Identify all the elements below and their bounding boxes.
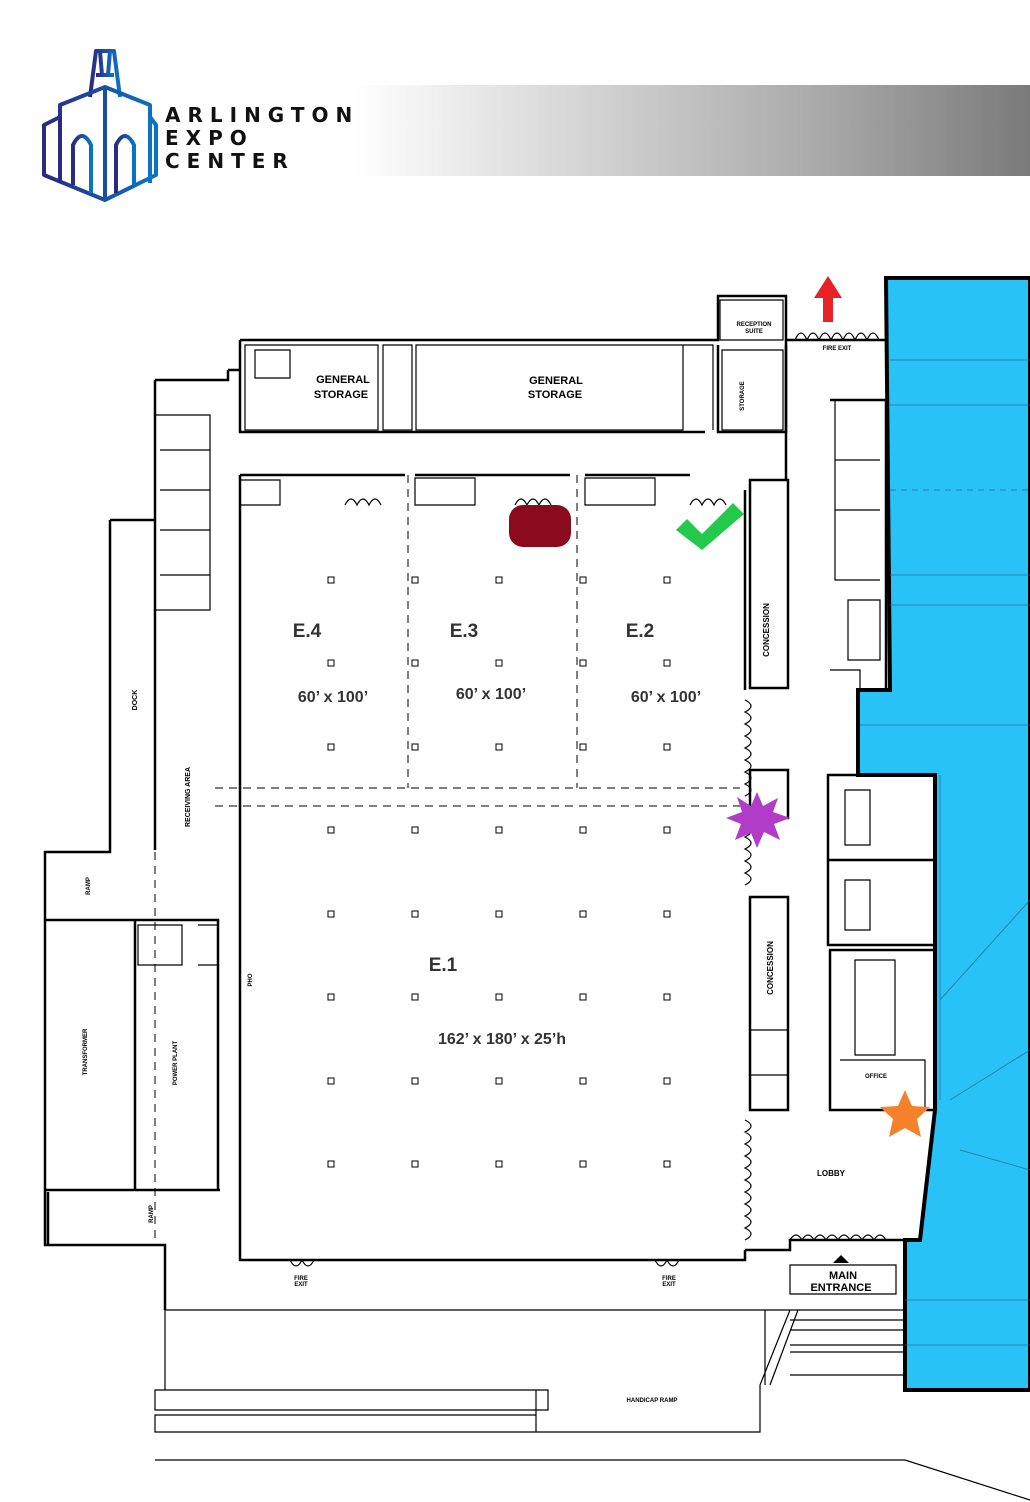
header-banner (355, 85, 1030, 176)
columns (327, 576, 671, 1168)
storage-label: STORAGE (528, 389, 582, 401)
column-marker (495, 1077, 503, 1085)
starburst-icon[interactable] (726, 792, 790, 848)
column-marker (327, 576, 335, 584)
ramp-label: RAMP (86, 877, 92, 895)
column-marker (579, 826, 587, 834)
maroon-marker[interactable] (509, 505, 571, 547)
reception-label: RECEPTION (736, 322, 771, 328)
logo-line-1: ARLINGTON (165, 103, 360, 127)
column-marker (327, 993, 335, 1001)
ramp-label: RAMP (149, 1205, 155, 1223)
column-marker (663, 576, 671, 584)
column-marker (579, 576, 587, 584)
handicap-ramp-label: HANDICAP RAMP (627, 1398, 678, 1404)
storage-label: GENERAL (316, 374, 370, 386)
column-marker (327, 826, 335, 834)
hall-e4-size: 60’ x 100’ (298, 689, 368, 706)
column-marker (411, 993, 419, 1001)
column-marker (663, 659, 671, 667)
column-marker (327, 659, 335, 667)
fire-exit-label: EXIT (662, 1282, 676, 1288)
column-marker (663, 993, 671, 1001)
dock-label: DOCK (132, 690, 139, 711)
check-icon[interactable] (676, 503, 744, 550)
logo-icon (42, 49, 158, 202)
main-entrance-label: MAIN (829, 1270, 857, 1282)
column-marker (411, 1160, 419, 1168)
column-marker (663, 910, 671, 918)
column-marker (663, 1160, 671, 1168)
main-entrance-label: ENTRANCE (810, 1282, 871, 1294)
column-marker (579, 1077, 587, 1085)
column-marker (411, 910, 419, 918)
column-marker (495, 1160, 503, 1168)
hall-e1-size: 162’ x 180’ x 25’h (438, 1031, 566, 1048)
fire-exit-label: FIRE EXIT (823, 346, 852, 352)
column-marker (327, 1160, 335, 1168)
column-marker (495, 576, 503, 584)
lobby-label: LOBBY (817, 1169, 846, 1178)
column-marker (579, 743, 587, 751)
column-marker (579, 910, 587, 918)
storage-label: STORAGE (314, 389, 368, 401)
logo-line-3: CENTER (165, 149, 295, 173)
column-marker (327, 1077, 335, 1085)
hall-e3-size: 60’ x 100’ (456, 686, 526, 703)
column-marker (579, 659, 587, 667)
logo-line-2: EXPO (165, 126, 254, 150)
adjacent-building (856, 276, 1030, 1392)
column-marker (327, 743, 335, 751)
doors (289, 332, 887, 1267)
hall-e4-label: E.4 (293, 621, 322, 642)
hall-e1-label: E.1 (429, 955, 458, 976)
receiving-area-label: RECEIVING AREA (185, 767, 192, 827)
column-marker (495, 910, 503, 918)
column-marker (411, 1077, 419, 1085)
column-marker (663, 826, 671, 834)
column-marker (411, 576, 419, 584)
column-marker (579, 993, 587, 1001)
storage-small-label: STORAGE (740, 381, 746, 411)
fire-exit-label: FIRE (662, 1276, 676, 1282)
column-marker (327, 910, 335, 918)
exit-arrow-icon[interactable] (814, 276, 842, 322)
column-marker (579, 1160, 587, 1168)
transformer-label: TRANSFORMER (83, 1028, 89, 1075)
column-marker (495, 659, 503, 667)
column-marker (495, 743, 503, 751)
hall-e2-label: E.2 (626, 621, 655, 642)
reception-label: SUITE (745, 329, 763, 335)
storage-label: GENERAL (529, 375, 583, 387)
star-icon[interactable] (880, 1090, 930, 1137)
pho-label: PHO (248, 973, 254, 986)
column-marker (495, 826, 503, 834)
column-marker (663, 1077, 671, 1085)
column-marker (411, 659, 419, 667)
concession-label: CONCESSION (762, 603, 771, 657)
column-marker (663, 743, 671, 751)
concession-label: CONCESSION (766, 941, 775, 995)
column-marker (411, 743, 419, 751)
hall-e2-size: 60’ x 100’ (631, 689, 701, 706)
fire-exit-label: EXIT (294, 1282, 308, 1288)
column-marker (411, 826, 419, 834)
fire-exit-label: FIRE (294, 1276, 308, 1282)
column-marker (495, 993, 503, 1001)
entrance-arrow-icon (833, 1255, 849, 1263)
logo-text: ARLINGTON EXPO CENTER (165, 104, 359, 173)
hall-e3-label: E.3 (450, 621, 479, 642)
office-label: OFFICE (865, 1074, 887, 1080)
power-plant-label: POWER PLANT (173, 1041, 179, 1086)
crescent-moon-icon[interactable] (736, 1160, 790, 1218)
